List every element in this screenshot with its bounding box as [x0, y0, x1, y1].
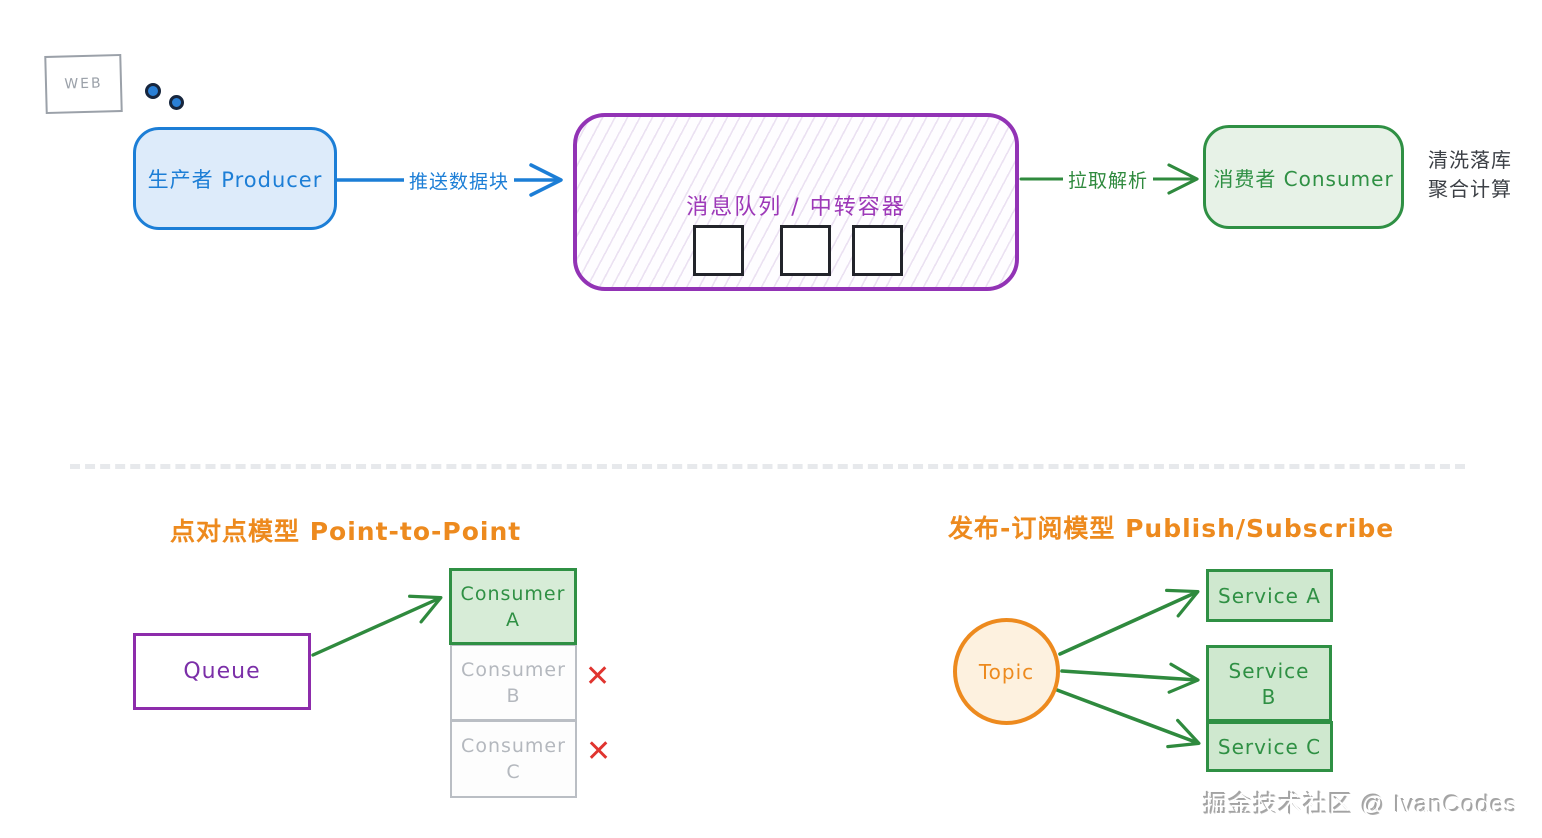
- service-a-label-line1: Service A: [1218, 583, 1321, 608]
- p2p-queue-label: Queue: [183, 659, 261, 684]
- consumer-c-label-line1: Consumer: [461, 735, 566, 757]
- message-slots: [693, 225, 903, 276]
- web-source-box: WEB: [44, 54, 123, 114]
- p2p-section-title: 点对点模型 Point-to-Point: [170, 517, 522, 546]
- message-slot: [780, 225, 831, 276]
- web-source-label: WEB: [64, 75, 103, 93]
- message-queue-box: 消息队列 / 中转容器: [573, 113, 1019, 291]
- producer-label: 生产者 Producer: [147, 167, 323, 192]
- message-queue-title: 消息队列 / 中转容器: [686, 195, 906, 220]
- topic-to-service-c-arrow: [1055, 688, 1201, 749]
- postprocess-note: 清洗落库 聚合计算: [1428, 146, 1512, 204]
- pubsub-section-title: 发布-订阅模型 Publish/Subscribe: [948, 514, 1395, 543]
- watermark: 掘金技术社区 @ IvanCodes: [1204, 792, 1519, 819]
- p2p-queue-box: Queue: [133, 633, 311, 710]
- consumer-b-label-line1: Consumer: [461, 658, 566, 681]
- consumer-c-label-line2: C: [506, 761, 521, 783]
- consumer-a-box: Consumer A: [449, 568, 577, 645]
- postprocess-note-line2: 聚合计算: [1428, 177, 1512, 201]
- reject-x-icon: ✕: [586, 734, 612, 769]
- service-c-label-line1: Service C: [1217, 734, 1322, 759]
- service-b-box: Service B: [1206, 645, 1332, 722]
- consumer-a-label-line1: Consumer: [460, 582, 566, 605]
- push-arrow-label: 推送数据块: [404, 167, 515, 194]
- message-slot: [693, 225, 744, 276]
- service-b-label-line2: B: [1261, 684, 1277, 709]
- data-dot-icon: [169, 95, 184, 110]
- postprocess-note-line1: 清洗落库: [1428, 148, 1512, 172]
- consumer-box: 消费者 Consumer: [1203, 125, 1404, 229]
- consumer-label: 消费者 Consumer: [1213, 166, 1394, 191]
- topic-label: Topic: [978, 659, 1035, 684]
- consumer-a-label-line2: A: [506, 608, 520, 631]
- reject-x-icon: ✕: [585, 659, 611, 694]
- message-slot: [852, 225, 903, 276]
- consumer-c-box: Consumer C: [450, 720, 577, 798]
- data-dot-icon: [145, 83, 161, 99]
- service-a-box: Service A: [1206, 569, 1333, 622]
- topic-to-service-a-arrow: [1058, 588, 1200, 656]
- service-b-label-line1: Service: [1228, 658, 1310, 683]
- topic-circle: Topic: [953, 618, 1060, 725]
- section-divider: [70, 464, 1465, 469]
- topic-to-service-b-arrow: [1060, 662, 1200, 694]
- consumer-b-label-line2: B: [506, 684, 521, 707]
- service-c-box: Service C: [1206, 721, 1333, 772]
- consumer-b-box: Consumer B: [450, 644, 577, 721]
- pull-arrow-label: 拉取解析: [1063, 166, 1154, 193]
- producer-box: 生产者 Producer: [133, 127, 337, 230]
- queue-to-consumer-a-arrow: [311, 594, 443, 657]
